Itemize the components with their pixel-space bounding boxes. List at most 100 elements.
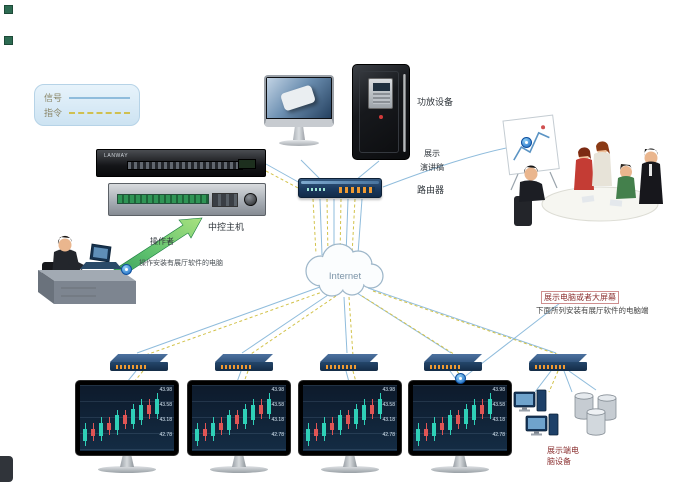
database-cylinders [575, 393, 616, 435]
monitor-screen: 43.98 43.58 43.18 42.78 [408, 380, 512, 456]
canvas-marker [4, 5, 13, 14]
legend: 信号 指令 [34, 84, 140, 126]
candle-body [219, 423, 223, 431]
signal-line-sample [69, 97, 130, 99]
switch-device [320, 354, 378, 371]
candle-body [115, 415, 119, 430]
axis-tick-label: 43.18 [382, 418, 395, 423]
corner-artifact [0, 456, 13, 482]
amplifier-label: 功放设备 [417, 95, 453, 108]
candle-body [314, 429, 318, 437]
candle-body [448, 415, 452, 430]
canvas-marker [4, 36, 13, 45]
speech-annotation: 演讲稿 [420, 162, 444, 173]
operator-note: 操作安装有展厅软件的电脑 [139, 258, 223, 268]
display-annotation: 展示 [424, 148, 440, 159]
switch-top [110, 354, 168, 362]
monitor-stand [232, 456, 246, 467]
switch-front [424, 362, 482, 371]
endpoint-pc [526, 414, 558, 436]
candle-body [123, 415, 127, 424]
candle-body [83, 429, 87, 441]
candle-body [235, 415, 239, 424]
switch-front [529, 362, 587, 371]
display-note: 下面所列安装有展厅软件的电脑端 [536, 305, 649, 316]
rack-ports [127, 161, 243, 170]
monitor-stand [453, 456, 467, 467]
candle-body [243, 409, 247, 424]
axis-tick-label: 43.98 [492, 388, 505, 393]
candle-body [440, 423, 444, 431]
endpoint-label: 展示端电 脑设备 [547, 446, 579, 468]
axis-tick-label: 43.58 [492, 403, 505, 408]
switch-device [110, 354, 168, 371]
candle-body [99, 423, 103, 437]
candle-body [354, 409, 358, 424]
switch-top [320, 354, 378, 362]
candle-body [488, 399, 492, 414]
candle-body [338, 415, 342, 430]
axis-tick-label: 42.78 [271, 433, 284, 438]
candle-body [322, 423, 326, 437]
monitor-screen: 43.9843.5843.1842.78 [298, 380, 402, 456]
candle-body [456, 415, 460, 424]
candle-body [195, 429, 199, 441]
monitor-screen: 43.9843.5843.1842.78 [187, 380, 291, 456]
candle-body [259, 405, 263, 414]
candle-body [203, 429, 207, 437]
candle-body [251, 405, 255, 420]
router-top-edge [301, 181, 379, 184]
monitor-base [210, 466, 268, 473]
endpoint-computers-group [512, 386, 634, 450]
operator-illustration [34, 226, 154, 306]
axis-tick-label: 43.58 [271, 403, 284, 408]
central-host-label: 中控主机 [208, 220, 244, 233]
router-ports [339, 187, 375, 193]
rack-buttons [212, 193, 238, 207]
chart-axis-ticks: 43.9843.5843.1842.78 [380, 385, 396, 451]
candle-body [147, 405, 151, 414]
switch-device [424, 354, 482, 371]
endpoint-pc [514, 390, 546, 412]
candle-body [155, 399, 159, 414]
axis-tick-label: 42.78 [492, 433, 505, 438]
candlestick-chart: 43.98 43.58 43.18 42.78 [413, 385, 507, 451]
candlestick-chart: 43.9843.5843.1842.78 [303, 385, 397, 451]
axis-tick-label: 43.18 [159, 418, 172, 423]
rack-brand-label: LANWAY [104, 153, 128, 159]
legend-signal-row: 信号 [44, 91, 130, 104]
switch-device [529, 354, 587, 371]
legend-command-row: 指令 [44, 106, 130, 119]
candle-body [306, 429, 310, 441]
axis-tick-label: 43.18 [271, 418, 284, 423]
network-badge-icon [121, 264, 132, 275]
central-host-rack-bottom [108, 183, 266, 216]
command-line-sample [69, 112, 130, 114]
monitor-base [431, 466, 489, 473]
central-host-rack-top: LANWAY [96, 149, 266, 177]
chart-axis-ticks: 43.98 43.58 43.18 42.78 [490, 385, 506, 451]
candle-body [432, 423, 436, 437]
candle-body [330, 423, 334, 431]
axis-tick-label: 43.58 [159, 403, 172, 408]
chart-axis-ticks: 43.9843.5843.1842.78 [269, 385, 285, 451]
desktop-stand [293, 127, 305, 140]
meeting-group-illustration [498, 104, 680, 236]
desktop-computer [264, 75, 334, 146]
rack-display [238, 159, 256, 169]
axis-tick-label: 43.18 [492, 418, 505, 423]
axis-tick-label: 42.78 [159, 433, 172, 438]
switch-front [215, 362, 273, 371]
candlestick-chart: 43.9843.5843.1842.78 [192, 385, 286, 451]
candle-body [227, 415, 231, 430]
operator-label: 操作者 [150, 236, 174, 247]
candle-body [472, 405, 476, 420]
candle-body [91, 429, 95, 437]
candle-body [139, 405, 143, 420]
axis-tick-label: 43.98 [382, 388, 395, 393]
monitor-base [98, 466, 156, 473]
network-badge-icon [455, 373, 466, 384]
chart-axis-ticks: 43.9843.5843.1842.78 [157, 385, 173, 451]
candle-body [370, 405, 374, 414]
